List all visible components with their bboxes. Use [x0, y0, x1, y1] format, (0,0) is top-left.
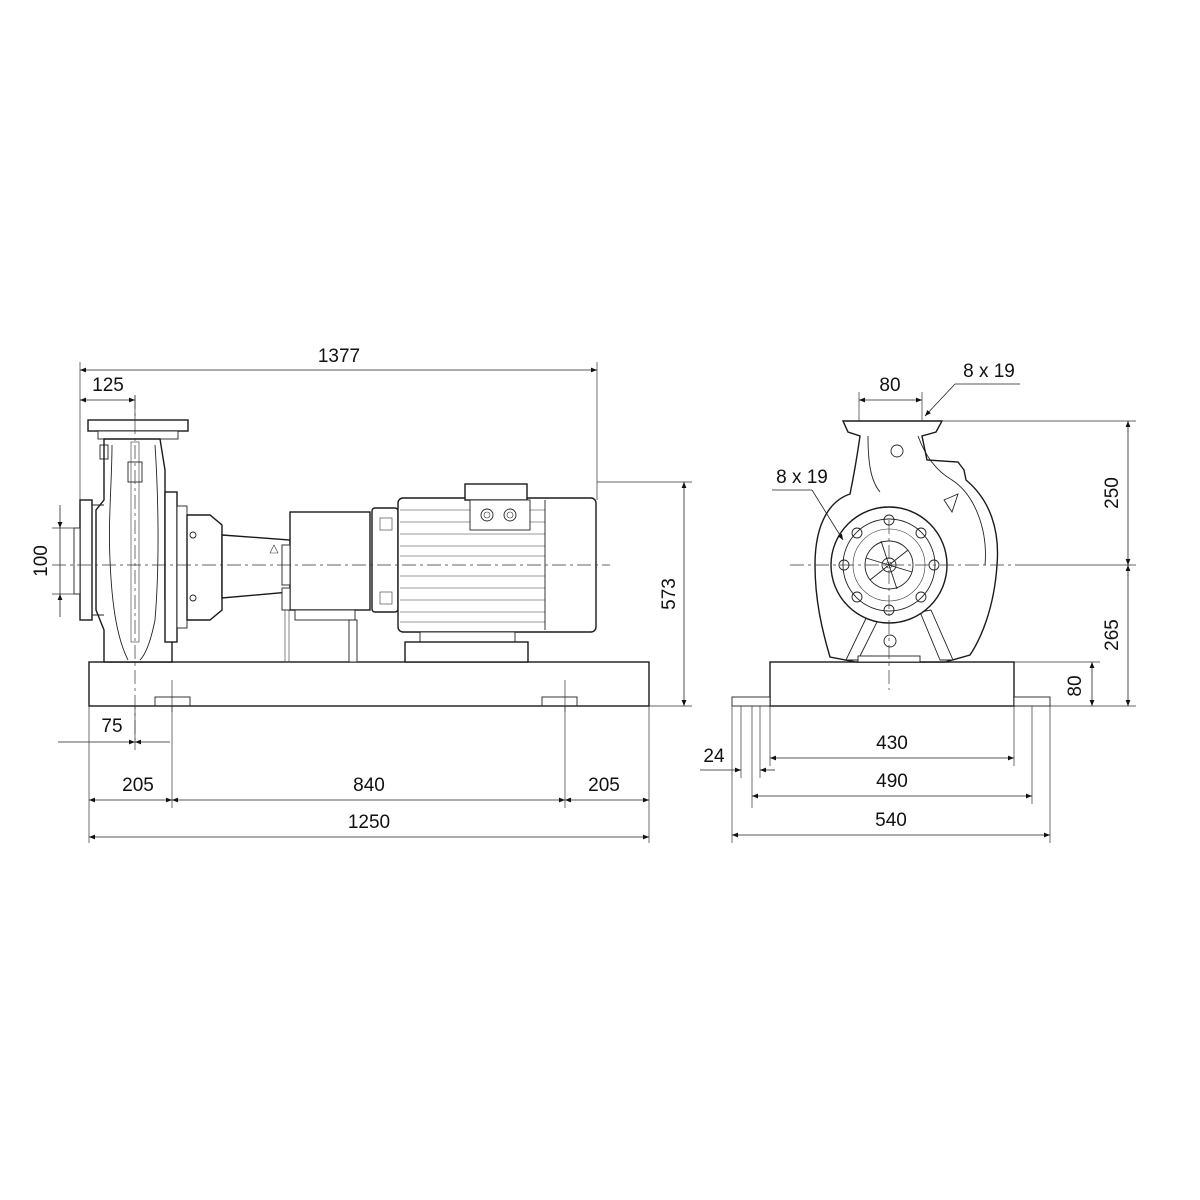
side-anchor-pad-left	[154, 696, 191, 707]
side-view	[52, 395, 650, 740]
dim-base-left: 205	[122, 775, 154, 796]
front-anchor-right	[1013, 696, 1051, 707]
side-anchor-pad-right	[541, 696, 578, 707]
dim-base-width: 540	[875, 810, 907, 831]
dim-port-diameter: 100	[31, 545, 52, 577]
side-base-frame	[88, 661, 650, 707]
dim-shaft-center-height: 265	[1102, 619, 1123, 651]
dim-base-middle: 840	[353, 775, 385, 796]
dim-overall-length: 1377	[318, 346, 360, 367]
dim-anchor-hole: 24	[703, 746, 725, 767]
side-pump-casing	[73, 419, 189, 663]
dim-discharge-bolts: 8 x 19	[963, 361, 1015, 382]
side-bearing-bracket	[164, 491, 291, 643]
dim-discharge-port: 80	[879, 375, 900, 396]
front-base-frame	[769, 661, 1015, 707]
dim-outlet-height: 250	[1102, 477, 1123, 509]
dim-anchor-spacing: 490	[876, 771, 908, 792]
dim-inner-width: 430	[876, 733, 908, 754]
front-anchor-left	[731, 696, 771, 707]
dim-base-right: 205	[588, 775, 620, 796]
side-view-dimensions: 1377 125 100 573 75 205 840 205	[31, 346, 692, 843]
dim-foot-offset: 75	[101, 716, 122, 737]
side-motor	[371, 483, 597, 663]
front-view	[731, 420, 1051, 707]
dim-suction-bolts: 8 x 19	[776, 467, 828, 488]
dim-base-height: 80	[1065, 675, 1086, 696]
front-volute	[814, 420, 999, 663]
dim-shaft-height: 573	[659, 578, 680, 610]
front-view-dimensions: 80 8 x 19 8 x 19 250 265 80 24 430	[700, 361, 1136, 843]
dim-flange-offset: 125	[92, 375, 124, 396]
dim-base-length: 1250	[348, 812, 390, 833]
side-motor-lantern	[281, 511, 371, 663]
